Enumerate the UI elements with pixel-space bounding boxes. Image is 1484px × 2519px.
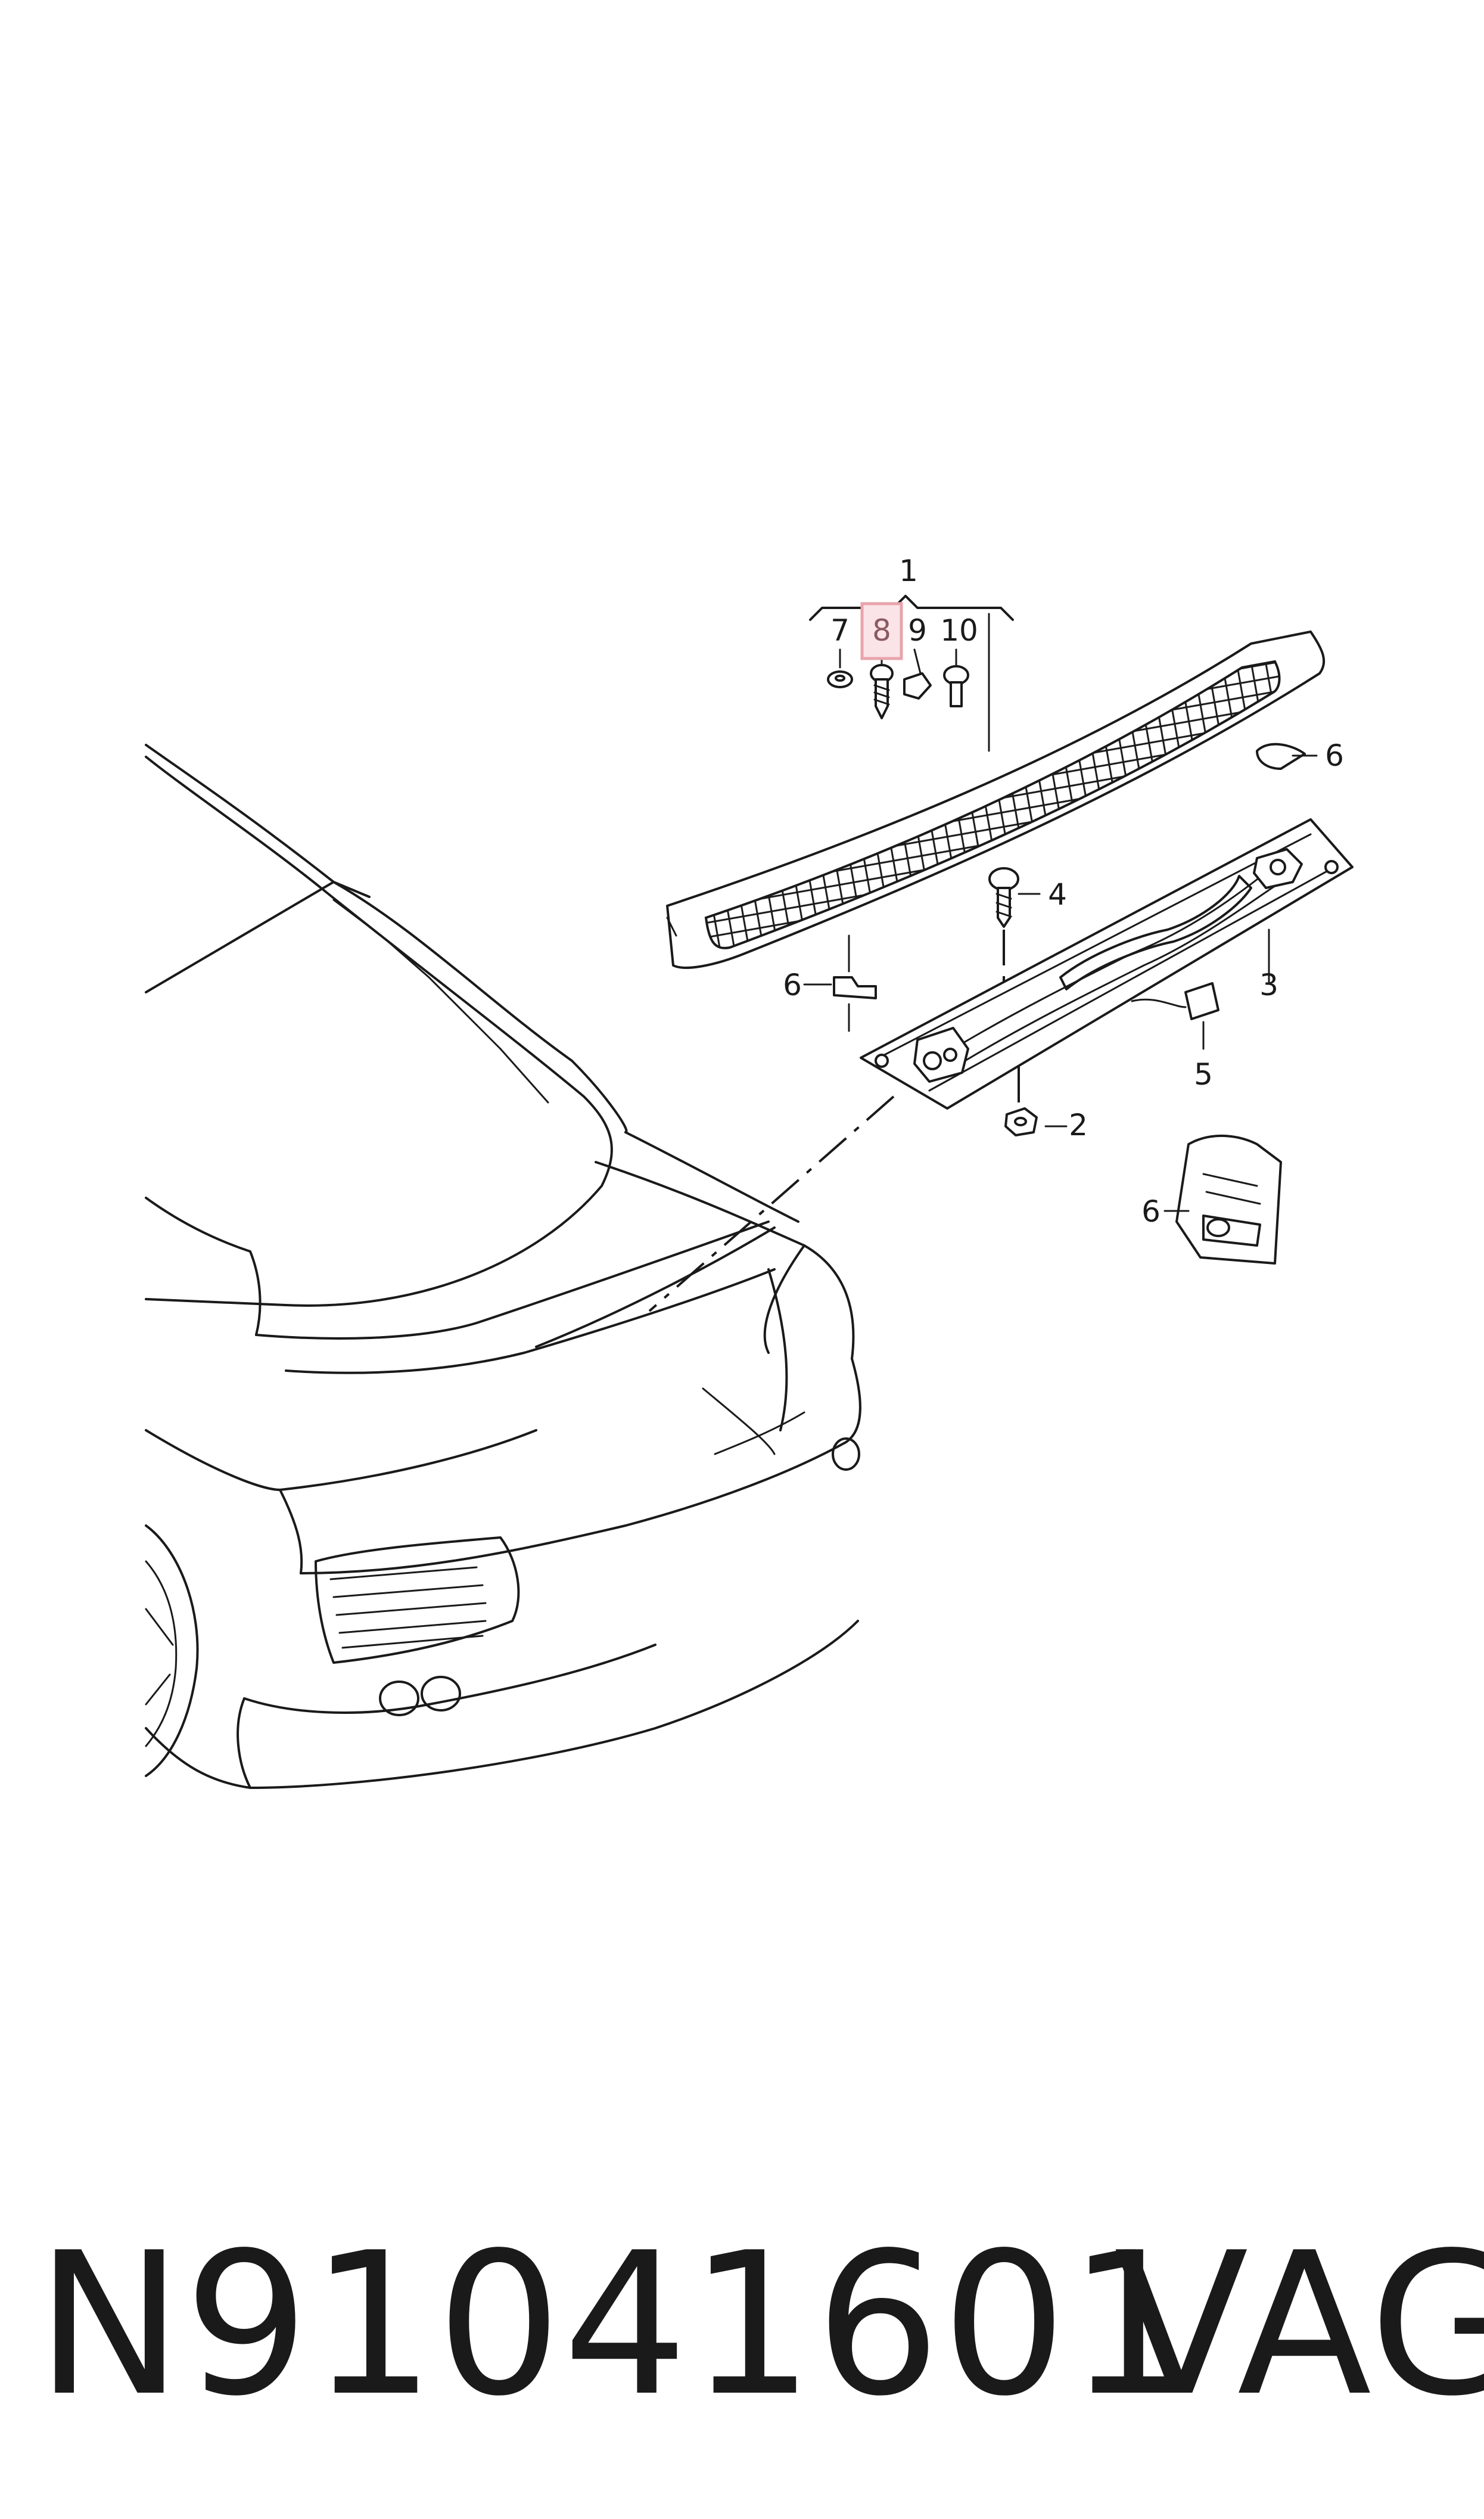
car-rear-outline xyxy=(145,744,861,1789)
part-washer-7 xyxy=(827,648,853,688)
callout-9: 9 xyxy=(908,613,927,648)
callout-1: 1 xyxy=(899,554,918,588)
part-label-6 xyxy=(1163,1135,1282,1265)
part-number: N91041601 xyxy=(36,2210,1194,2439)
leader-line-car xyxy=(648,1095,895,1312)
callout-2: 2 xyxy=(1069,1108,1088,1142)
part-screw-8 xyxy=(870,648,894,719)
callout-8-highlight[interactable] xyxy=(860,602,903,660)
part-bolt-10 xyxy=(943,648,969,707)
part-screw-4 xyxy=(988,867,1041,983)
callout-6-top: 6 xyxy=(1325,738,1344,773)
part-grille-panel xyxy=(666,630,1326,969)
callout-10: 10 xyxy=(940,613,978,648)
brand-label: VAG xyxy=(1114,2210,1484,2439)
callout-4: 4 xyxy=(1048,877,1067,912)
part-clip-6-top xyxy=(1256,743,1318,770)
callout-bracket xyxy=(809,595,1014,621)
callout-7: 7 xyxy=(830,613,850,648)
part-connector-5 xyxy=(1131,982,1219,1050)
part-clip-9 xyxy=(903,648,932,700)
part-bracket-6-left xyxy=(803,934,877,1032)
callout-3: 3 xyxy=(1259,968,1278,1002)
callout-5: 5 xyxy=(1194,1057,1213,1092)
part-nut-2 xyxy=(1004,1061,1068,1136)
callout-6-bottom: 6 xyxy=(1141,1194,1161,1229)
part-base-plate xyxy=(860,818,1354,1110)
callout-6-left: 6 xyxy=(783,968,802,1002)
callout-8[interactable]: 8 xyxy=(872,613,891,648)
